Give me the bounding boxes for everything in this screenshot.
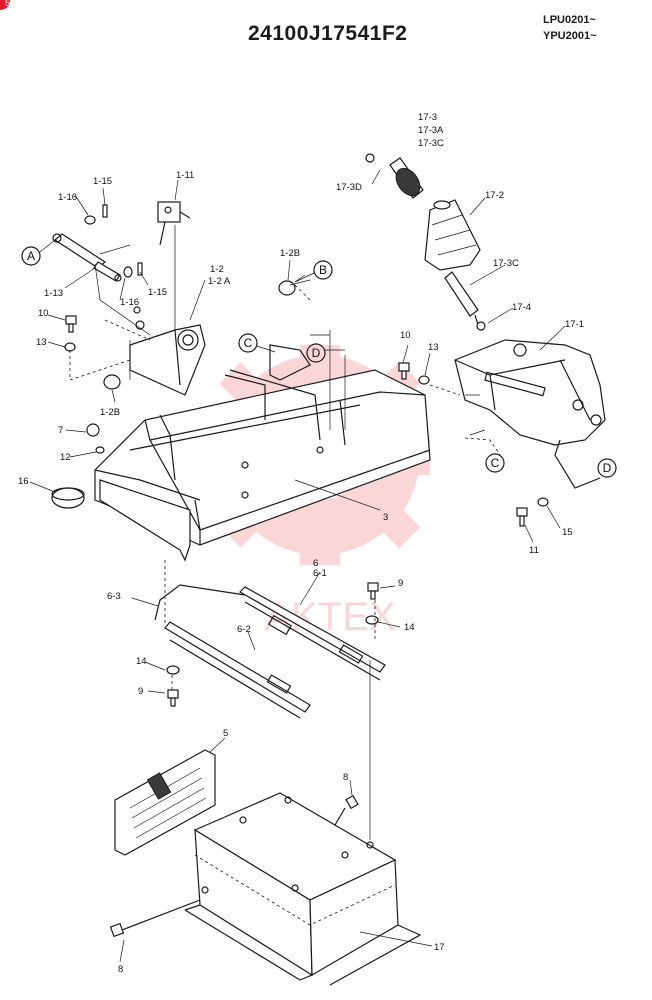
leader-lines	[69, 225, 501, 840]
ref-circle-b: B	[294, 260, 333, 283]
svg-text:D: D	[603, 461, 612, 475]
label-8-upper: 8	[343, 772, 348, 783]
label-leaders	[29, 169, 566, 963]
label-8-lower: 8	[118, 964, 123, 975]
link-rod	[554, 439, 601, 489]
label-14-right: 14	[404, 622, 415, 633]
gas-spring-part-1-13	[52, 233, 122, 282]
label-10-left: 10	[38, 308, 49, 319]
label-1-15: 1-15	[93, 176, 112, 187]
switch-part-1-11	[157, 201, 191, 246]
label-17-3a: 17-3A	[418, 125, 444, 136]
label-1-16: 1-16	[58, 192, 77, 203]
page-title: 24100J17541F2	[248, 22, 408, 45]
svg-text:A: A	[27, 249, 35, 263]
label-1-16-b: 1-16	[120, 297, 139, 308]
label-7: 7	[58, 425, 63, 436]
label-11: 11	[529, 545, 539, 556]
label-1-2b-top: 1-2B	[280, 248, 300, 259]
control-housing-part-17-1	[454, 339, 606, 446]
bolt-parts-8	[109, 794, 359, 938]
svg-text:C: C	[244, 336, 253, 350]
label-17: 17	[434, 942, 445, 953]
pin-parts	[84, 204, 143, 314]
corner-badge: 5	[0, 0, 10, 10]
label-15: 15	[562, 527, 573, 538]
svg-text:B: B	[319, 263, 327, 277]
label-5: 5	[223, 728, 228, 739]
label-14-left: 14	[136, 656, 147, 667]
lever-and-knob	[365, 153, 486, 331]
label-16: 16	[18, 476, 29, 487]
bolt-washer-left	[64, 315, 77, 352]
bolt-washer-rails	[166, 582, 379, 707]
slide-rails-part-6	[154, 584, 386, 719]
ref-circle-d-upper: D	[306, 343, 326, 363]
label-12: 12	[60, 452, 71, 463]
svg-text:D: D	[312, 346, 321, 360]
label-13-right: 13	[428, 342, 439, 353]
label-17-3c-top: 17-3C	[418, 138, 444, 149]
label-17-2: 17-2	[485, 190, 504, 201]
label-9-upper: 9	[398, 578, 403, 589]
label-1-15-b: 1-15	[148, 287, 167, 298]
part-labels: 1-15 1-16 1-11 1-13 1-16 1-15 1-2 1-2 A …	[18, 112, 584, 975]
ref-circle-d-lower: D	[597, 458, 617, 478]
label-17-4: 17-4	[512, 302, 531, 313]
ref-circle-a: A	[21, 239, 56, 266]
label-17-3: 17-3	[418, 112, 437, 123]
bolt-washer-right	[398, 362, 430, 385]
knob-cap-parts	[51, 423, 105, 509]
bolt-part-11	[516, 497, 549, 527]
label-17-1: 17-1	[565, 319, 584, 330]
seat-frame-part-3	[94, 344, 431, 562]
ref-circle-c-lower: C	[485, 453, 505, 473]
label-1-2a: 1-2 A	[208, 276, 231, 287]
bracket-part-1-2	[129, 320, 206, 396]
boot-part-17-2	[424, 199, 481, 271]
label-6-2: 6-2	[237, 624, 251, 635]
label-17-3d: 17-3D	[336, 182, 362, 193]
label-1-2: 1-2	[210, 264, 224, 275]
label-9-lower: 9	[138, 686, 143, 697]
label-6: 6	[313, 558, 318, 569]
label-1-2b-bottom: 1-2B	[100, 407, 120, 418]
label-13-left: 13	[36, 337, 47, 348]
label-1-13: 1-13	[44, 288, 63, 299]
box-part-17	[184, 792, 422, 986]
label-17-3c: 17-3C	[493, 258, 519, 269]
svg-text:C: C	[491, 456, 500, 470]
label-3: 3	[383, 512, 388, 523]
label-10-right: 10	[400, 330, 411, 341]
label-1-11: 1-11	[176, 170, 194, 181]
serial-range-2: YPU2001~	[543, 30, 597, 42]
label-6-3: 6-3	[107, 591, 121, 602]
panel-part-5	[114, 749, 216, 856]
label-6-1: 6-1	[313, 568, 327, 579]
ref-circle-c-upper: C	[238, 333, 276, 353]
serial-range-1: LPU0201~	[543, 14, 596, 26]
